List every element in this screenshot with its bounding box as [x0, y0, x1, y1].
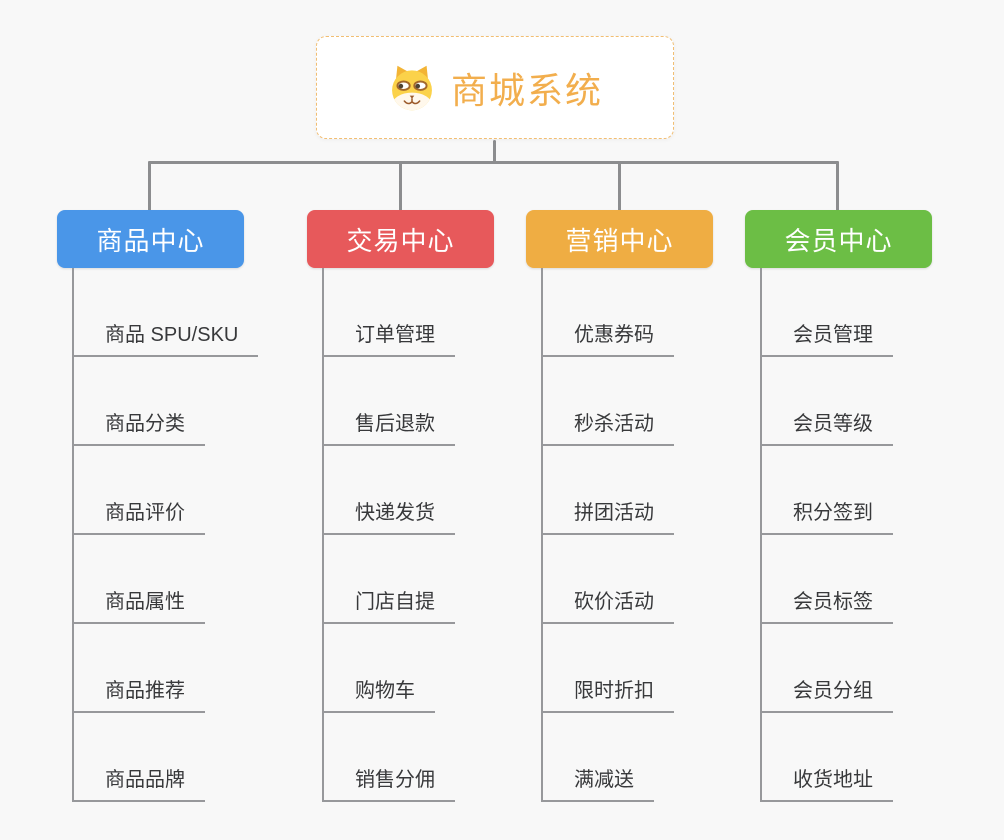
branch-list-trade-center: 订单管理 售后退款 快递发货 门店自提 购物车 销售分佣: [307, 268, 562, 808]
connector-horizontal-rail: [148, 161, 839, 164]
root-node-mall-system[interactable]: 商城系统: [316, 36, 674, 139]
leaf-node[interactable]: 订单管理: [322, 318, 455, 357]
leaf-node[interactable]: 购物车: [322, 674, 435, 713]
branch-spine: [541, 268, 543, 802]
leaf-node[interactable]: 商品品牌: [72, 763, 205, 802]
leaf-node[interactable]: 秒杀活动: [541, 407, 674, 446]
branch-spine: [322, 268, 324, 802]
leaf-node[interactable]: 门店自提: [322, 585, 455, 624]
leaf-node[interactable]: 商品分类: [72, 407, 205, 446]
dog-face-icon: [392, 65, 432, 110]
root-title: 商城系统: [450, 69, 603, 111]
leaf-node[interactable]: 会员标签: [760, 585, 893, 624]
leaf-node[interactable]: 会员分组: [760, 674, 893, 713]
branch-header-trade-center[interactable]: 交易中心: [307, 210, 494, 268]
leaf-node[interactable]: 优惠券码: [541, 318, 674, 357]
leaf-node[interactable]: 满减送: [541, 763, 654, 802]
leaf-node[interactable]: 限时折扣: [541, 674, 674, 713]
leaf-node[interactable]: 会员管理: [760, 318, 893, 357]
leaf-node[interactable]: 快递发货: [322, 496, 455, 535]
leaf-node[interactable]: 收货地址: [760, 763, 893, 802]
connector-drop-3: [618, 161, 621, 211]
root-connector-stub: [493, 140, 496, 164]
branch-spine: [760, 268, 762, 802]
connector-drop-4: [836, 161, 839, 211]
branch-list-marketing-center: 优惠券码 秒杀活动 拼团活动 砍价活动 限时折扣 满减送: [526, 268, 781, 808]
leaf-node[interactable]: 商品 SPU/SKU: [72, 318, 259, 357]
leaf-node[interactable]: 会员等级: [760, 407, 893, 446]
branch-header-marketing-center[interactable]: 营销中心: [526, 210, 713, 268]
branch-list-product-center: 商品 SPU/SKU 商品分类 商品评价 商品属性 商品推荐 商品品牌: [57, 268, 312, 808]
branch-header-product-center[interactable]: 商品中心: [57, 210, 244, 268]
branch-header-label: 交易中心: [346, 225, 455, 256]
leaf-node[interactable]: 商品推荐: [72, 674, 205, 713]
leaf-node[interactable]: 售后退款: [322, 407, 455, 446]
leaf-node[interactable]: 砍价活动: [541, 585, 674, 624]
branch-header-label: 商品中心: [96, 225, 205, 256]
leaf-node[interactable]: 销售分佣: [322, 763, 455, 802]
leaf-node[interactable]: 拼团活动: [541, 496, 674, 535]
leaf-node[interactable]: 积分签到: [760, 496, 893, 535]
branch-header-label: 营销中心: [565, 225, 674, 256]
connector-drop-1: [148, 161, 151, 211]
leaf-node[interactable]: 商品评价: [72, 496, 205, 535]
branch-spine: [72, 268, 74, 802]
branch-list-member-center: 会员管理 会员等级 积分签到 会员标签 会员分组 收货地址: [745, 268, 1000, 808]
branch-header-member-center[interactable]: 会员中心: [745, 210, 932, 268]
leaf-node[interactable]: 商品属性: [72, 585, 205, 624]
connector-drop-2: [399, 161, 402, 211]
branch-header-label: 会员中心: [784, 225, 893, 256]
